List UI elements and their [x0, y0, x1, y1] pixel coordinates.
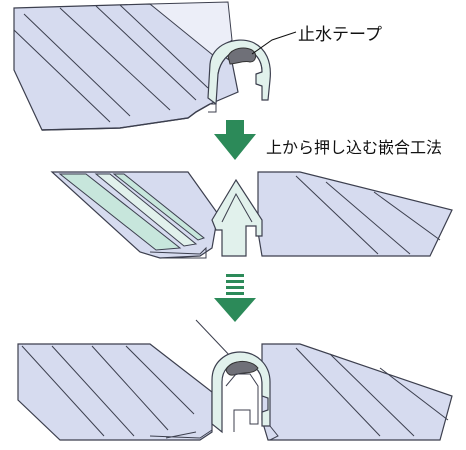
- seam-strips: [58, 173, 206, 251]
- tape-label: 止水テープ: [298, 25, 382, 45]
- panel-ribs: [13, 4, 209, 123]
- panel-front-edge: [41, 103, 211, 131]
- panel-flange: [208, 103, 217, 113]
- seam-rib-inner: [221, 192, 253, 223]
- roof-panel-right-3: [261, 343, 453, 441]
- roof-panel-left-3: [17, 343, 213, 441]
- down-arrow-solid-icon: [214, 120, 256, 160]
- figure-step-1: [13, 1, 297, 131]
- roof-panel-right-2: [257, 171, 453, 257]
- figure-step-3: [17, 319, 453, 441]
- seam-rib: [211, 178, 263, 257]
- waterproof-tape-joined: [225, 361, 259, 376]
- panel-top-light: [148, 1, 233, 57]
- tape-leader-line: [251, 31, 297, 55]
- down-arrow-striped-icon: [214, 274, 256, 322]
- method-label: 上から押し込む嵌合工法: [266, 138, 443, 157]
- waterproof-tape: [227, 47, 257, 65]
- figure-step-2: [50, 171, 453, 259]
